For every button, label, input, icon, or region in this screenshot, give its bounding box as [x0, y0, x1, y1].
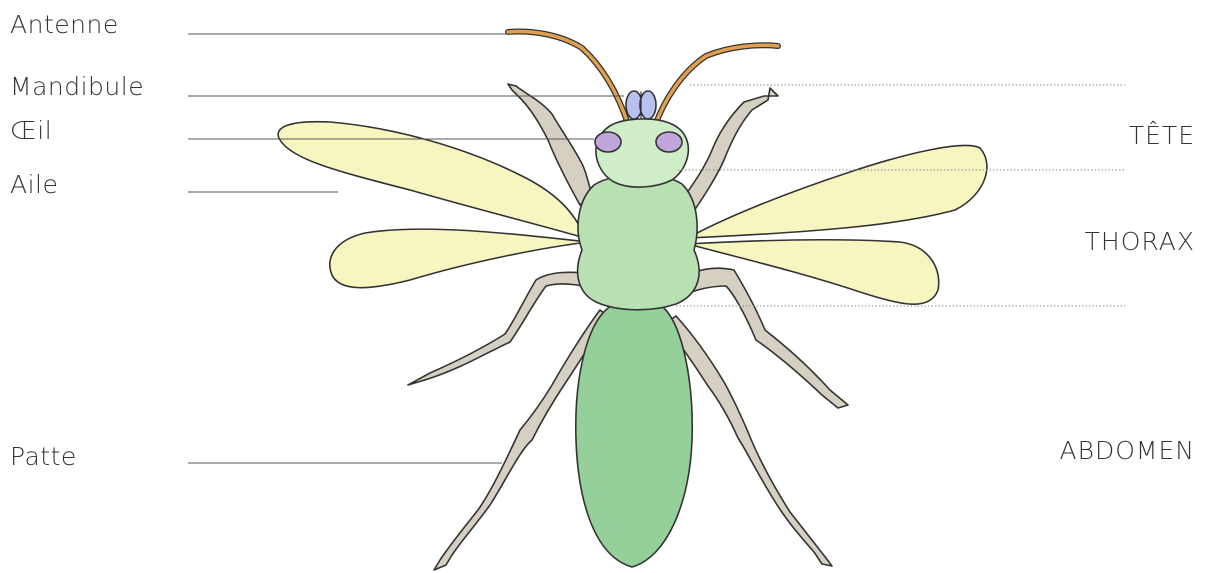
label-mandible: Mandibule [10, 74, 144, 99]
mandible-right [640, 91, 656, 119]
left-antenna [508, 32, 628, 124]
region-head: TÊTE [1129, 123, 1195, 148]
right-antenna [655, 45, 778, 126]
abdomen [576, 301, 692, 568]
label-antenna: Antenne [10, 12, 119, 37]
label-leg: Patte [10, 444, 77, 469]
right-upper-wing [688, 145, 987, 238]
right-eye [656, 132, 682, 152]
label-wing: Aile [10, 172, 58, 197]
right-middle-leg [676, 268, 848, 408]
region-thorax: THORAX [1085, 229, 1195, 254]
region-abdomen: ABDOMEN [1060, 438, 1195, 463]
right-front-leg [682, 88, 778, 214]
thorax [578, 174, 699, 309]
label-eye: Œil [10, 118, 52, 143]
head [596, 119, 688, 187]
left-eye [595, 132, 621, 152]
